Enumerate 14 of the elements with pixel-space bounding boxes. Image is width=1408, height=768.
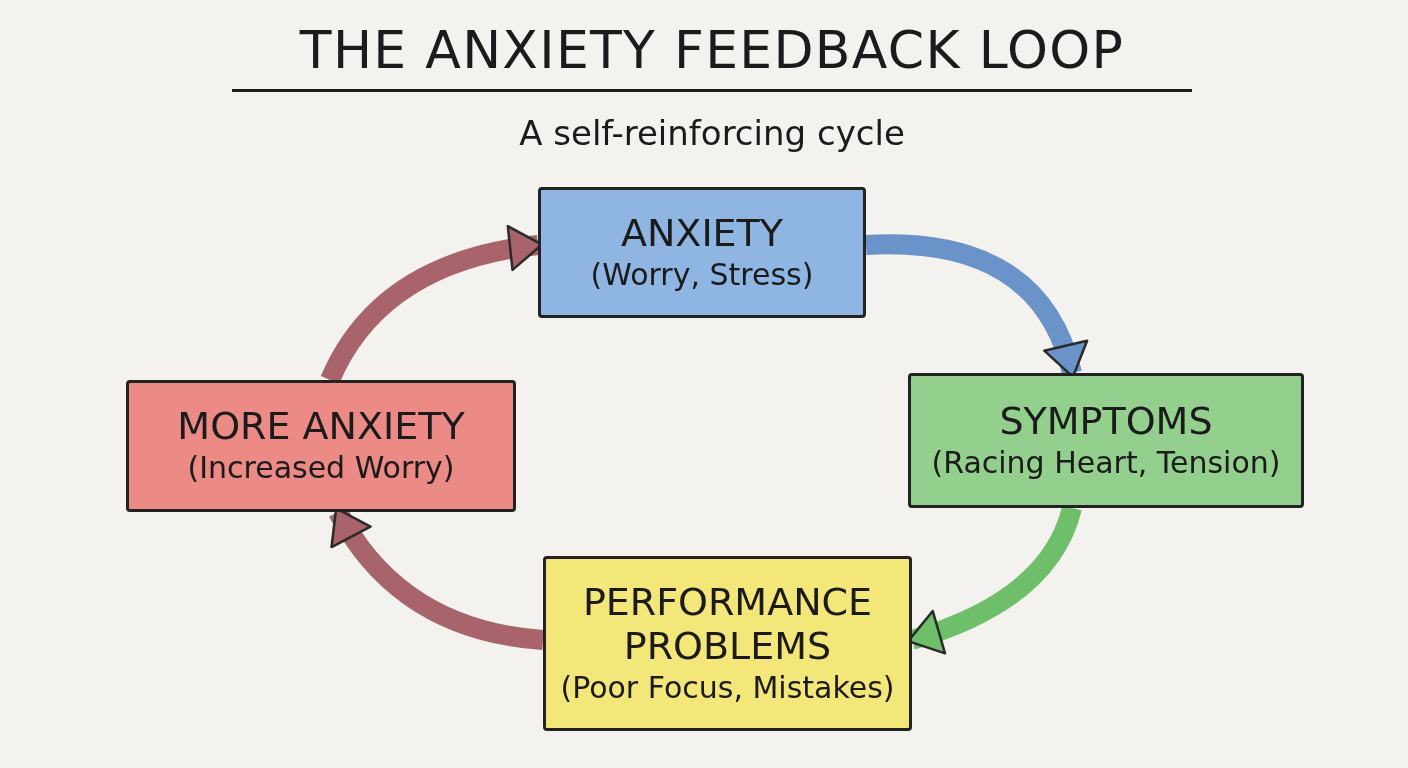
subtitle: A self-reinforcing cycle bbox=[518, 112, 906, 155]
box-subtext: (Racing Heart, Tension) bbox=[931, 443, 1281, 482]
title: THE ANXIETY FEEDBACK LOOP bbox=[298, 19, 1126, 82]
box-subtext: (Increased Worry) bbox=[187, 449, 455, 487]
box-subtext: (Worry, Stress) bbox=[590, 255, 814, 294]
box-heading: SYMPTOMS bbox=[999, 398, 1213, 443]
box-heading: MORE ANXIETY bbox=[177, 404, 465, 448]
box-subtext: (Poor Focus, Mistakes) bbox=[560, 668, 895, 707]
process-box bbox=[908, 373, 1304, 508]
box-heading: ANXIETY bbox=[620, 210, 784, 255]
process-box bbox=[543, 556, 912, 731]
process-box bbox=[538, 187, 866, 318]
box-heading: PERFORMANCE PROBLEMS bbox=[581, 579, 874, 668]
process-box bbox=[126, 380, 516, 512]
